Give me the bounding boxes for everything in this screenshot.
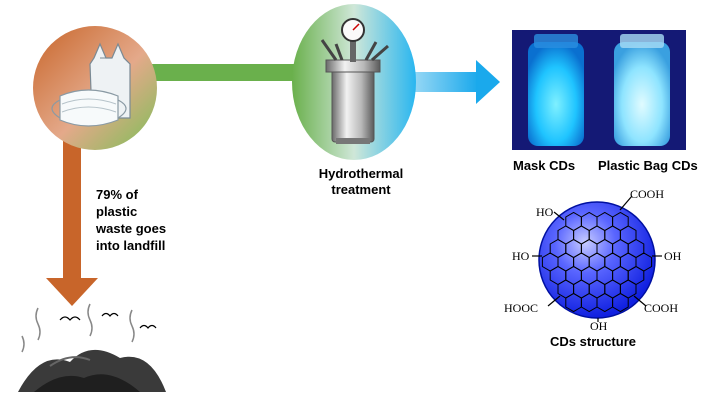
group-bottom-left: HOOC xyxy=(504,301,538,315)
group-right: OH xyxy=(664,249,682,263)
blue-arrow xyxy=(412,60,500,104)
cd-structure-sphere: COOH HO HO OH HOOC OH COOH xyxy=(504,187,682,333)
cds-structure-label: CDs structure xyxy=(550,334,636,349)
group-upper-left: HO xyxy=(536,205,554,219)
plastic-bag-cds-vial xyxy=(614,42,670,146)
hydrothermal-reactor xyxy=(292,4,416,160)
plastic-waste-source xyxy=(33,26,157,150)
mask-cds-label: Mask CDs xyxy=(513,158,576,173)
hydrothermal-line: treatment xyxy=(331,182,391,197)
landfill-line: waste goes xyxy=(96,221,167,236)
group-top-right: COOH xyxy=(630,187,664,201)
landfill-line: 79% of xyxy=(96,187,138,202)
hexagon-ring xyxy=(612,292,629,313)
landfill-icon xyxy=(18,303,166,392)
landfill-line: plastic xyxy=(96,204,138,219)
vials-photo xyxy=(512,30,686,150)
mask-icon xyxy=(51,89,127,127)
pressure-gauge-icon xyxy=(341,18,365,42)
reactor-icon xyxy=(320,39,389,144)
hydrothermal-line: Hydrothermal xyxy=(318,166,404,181)
group-bottom-right: COOH xyxy=(644,301,678,315)
landfill-line: into landfill xyxy=(96,238,166,253)
plastic-bag-cds-label: Plastic Bag CDs xyxy=(598,158,698,173)
mask-cds-vial xyxy=(528,42,584,146)
green-arrow xyxy=(150,64,310,81)
landfill-statistic: 79% of plastic waste goes into landfill xyxy=(96,186,206,254)
bird-icon xyxy=(59,312,157,329)
landfill-arrow xyxy=(46,130,98,306)
hydrothermal-label: Hydrothermal treatment xyxy=(296,166,426,198)
group-bottom: OH xyxy=(590,319,608,333)
group-left: HO xyxy=(512,249,530,263)
